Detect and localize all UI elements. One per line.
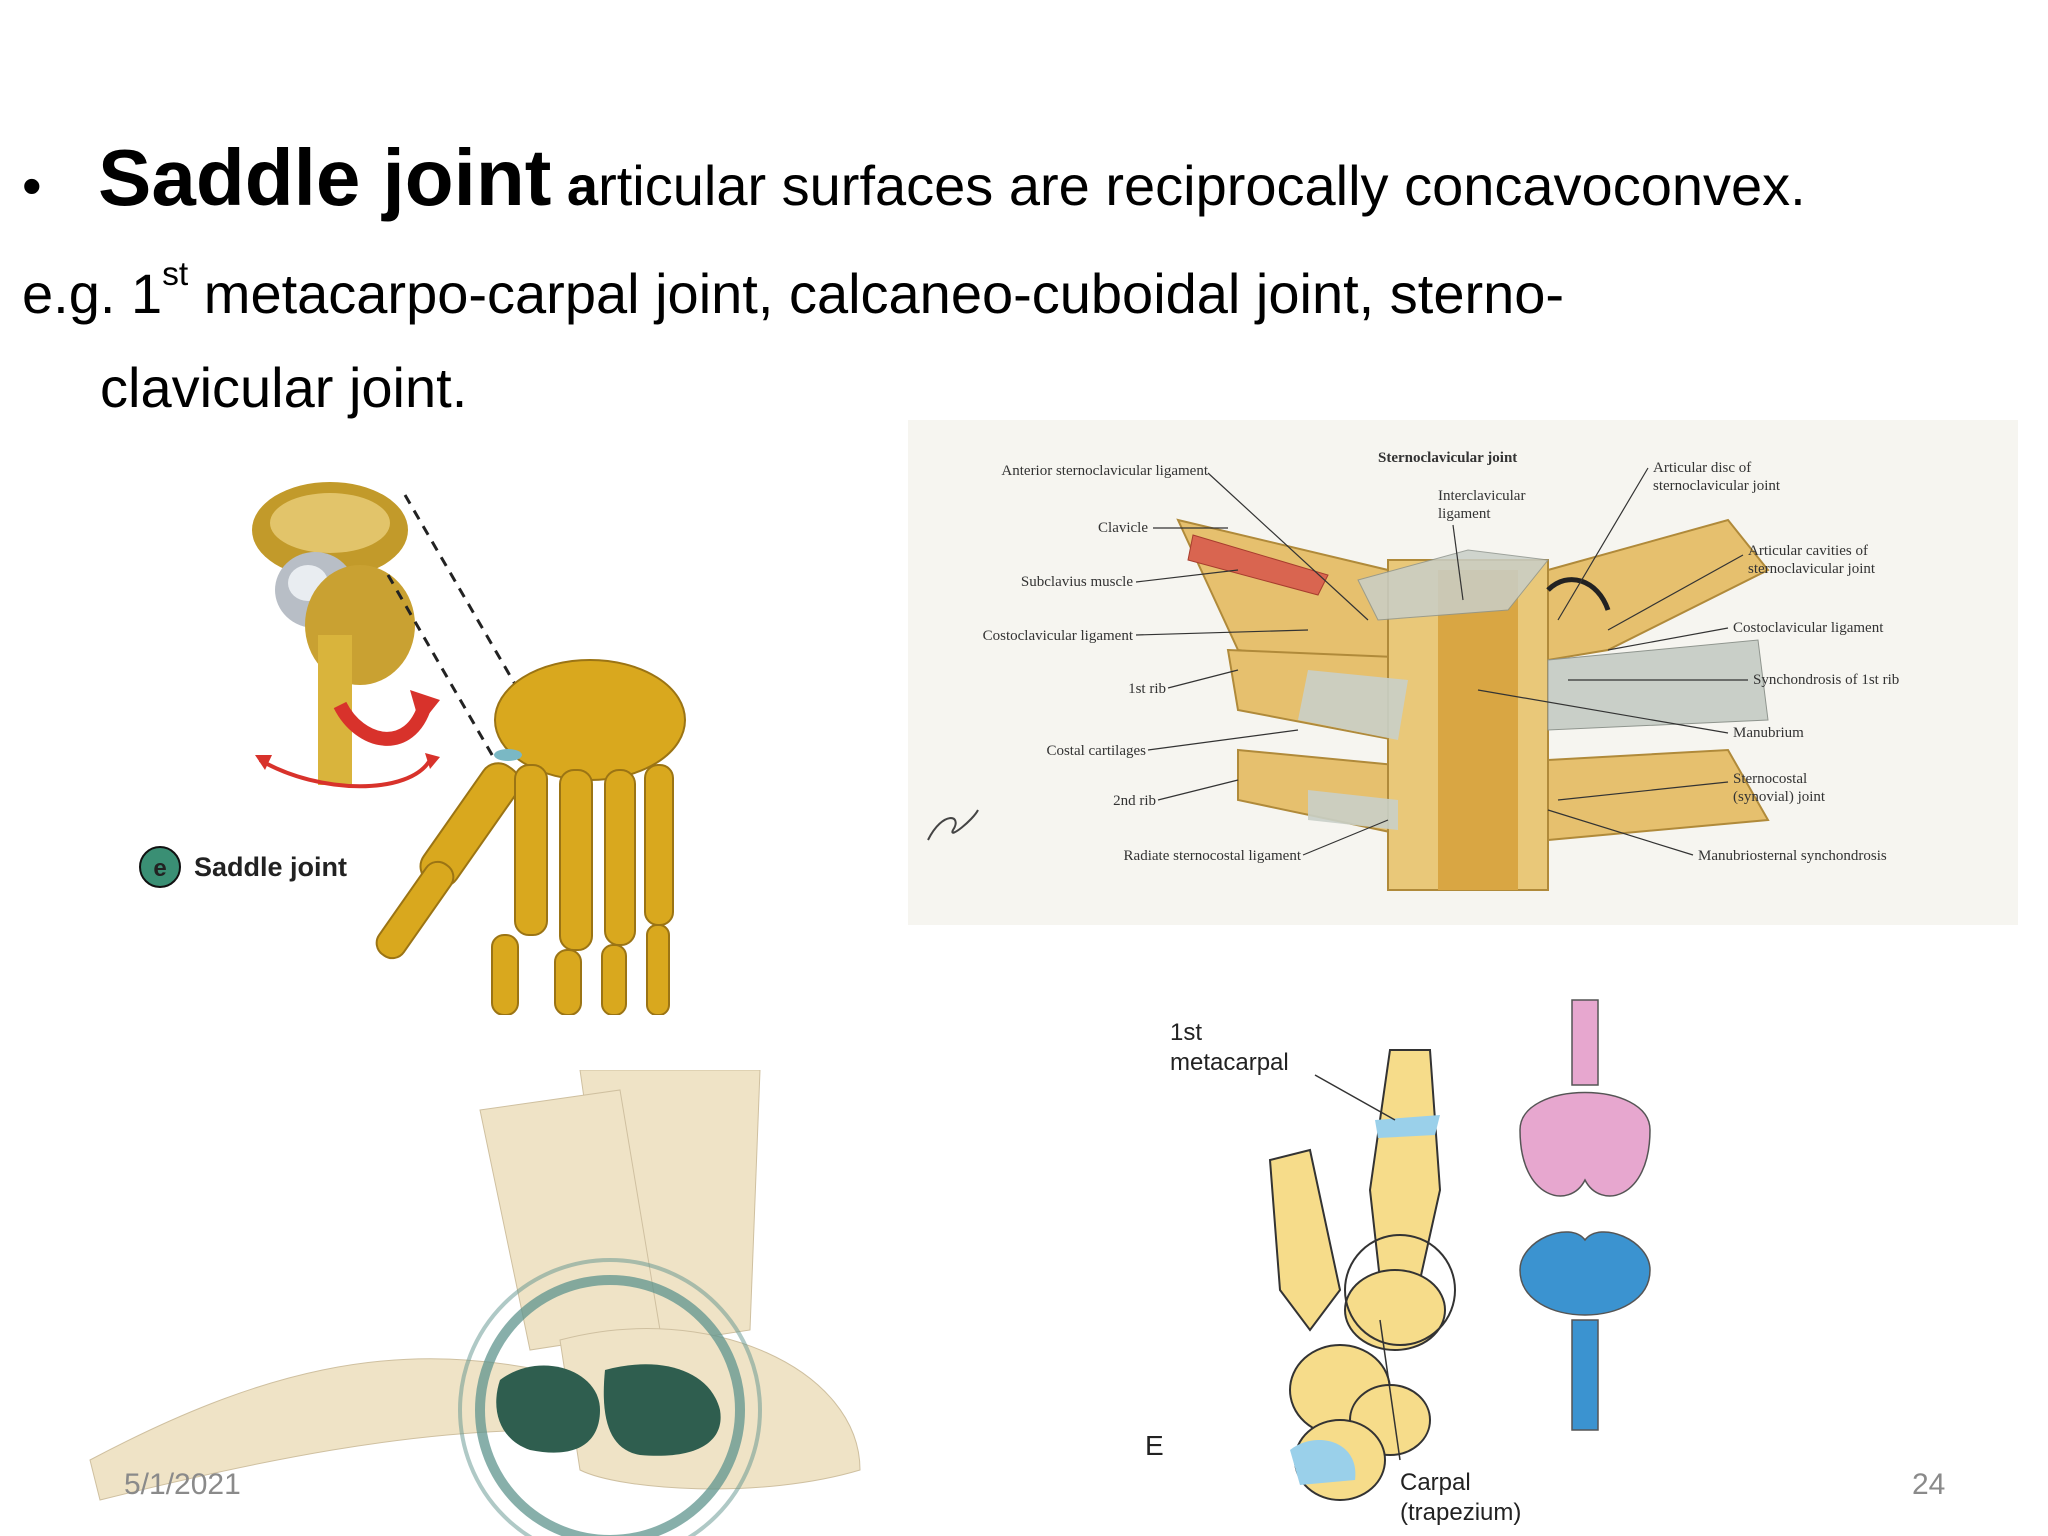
- carpal-cartilage: [1290, 1440, 1356, 1485]
- badge-letter: e: [153, 855, 166, 882]
- saddle-hand-figure: e Saddle joint: [120, 455, 770, 1015]
- hand-bones: [375, 659, 686, 1015]
- saddle-hand-illustration: e Saddle joint: [139, 482, 686, 1015]
- sternoclavicular-figure: Anterior sternoclavicular ligament Clavi…: [908, 420, 2018, 925]
- example-line-1: e.g. 1st metacarpo-carpal joint, calcane…: [22, 255, 1565, 331]
- label-subclavius-muscle: Subclavius muscle: [1021, 574, 1133, 590]
- term-saddle-joint: Saddle joint: [98, 133, 552, 222]
- label-articular-cavities-2: sternoclavicular joint: [1748, 561, 1876, 577]
- label-clavicle: Clavicle: [1098, 520, 1148, 536]
- label-first-rib: 1st rib: [1128, 681, 1166, 697]
- metacarpal-cartilage: [1375, 1115, 1440, 1138]
- slide-number: 24: [1912, 1468, 1946, 1501]
- label-first: 1st: [1170, 1019, 1202, 1046]
- calcaneus-highlight: [603, 1364, 721, 1456]
- definition-text: rticular surfaces are reciprocally conca…: [598, 154, 1806, 217]
- example-line-2: clavicular joint.: [100, 356, 468, 419]
- swing-arrow: [258, 758, 432, 789]
- label-manubrium: Manubrium: [1733, 725, 1804, 741]
- label-radiate-sternocostal-ligament: Radiate sternocostal ligament: [1124, 848, 1302, 864]
- example-line1-rest: metacarpo-carpal joint, calcaneo-cuboida…: [188, 262, 1565, 325]
- pink-rod: [1571, 999, 1599, 1086]
- label-anterior-sternoclavicular-ligament: Anterior sternoclavicular ligament: [1001, 463, 1208, 479]
- cuboid-highlight: [496, 1365, 600, 1453]
- label-articular-cavities-1: Articular cavities of: [1748, 543, 1868, 559]
- label-articular-disc-2: sternoclavicular joint: [1653, 478, 1781, 494]
- label-synchondrosis-first-rib: Synchondrosis of 1st rib: [1753, 672, 1899, 688]
- pink-saddle-model: [1519, 1091, 1651, 1197]
- leader-lines: [1135, 467, 1748, 856]
- badge-circle: [139, 846, 181, 888]
- label-sternocostal-1: Sternocostal: [1733, 771, 1807, 787]
- blue-saddle-model: [1519, 1231, 1651, 1316]
- label-metacarpal: metacarpal: [1170, 1049, 1289, 1076]
- label-sternocostal-2: (synovial) joint: [1733, 789, 1826, 805]
- bullet-symbol: •: [22, 154, 42, 217]
- bullet-line: • Saddle joint articular surfaces are rec…: [22, 128, 1806, 228]
- joint-circle: [1344, 1234, 1456, 1346]
- foot-figure: [60, 1070, 900, 1536]
- foot-illustration: [89, 1070, 861, 1536]
- label-trapezium: (trapezium): [1400, 1499, 1521, 1526]
- example-superscript: st: [162, 255, 189, 293]
- sternum-anatomy: [1176, 518, 1770, 891]
- joint-ring: [475, 1275, 745, 1536]
- label-carpal: Carpal: [1400, 1469, 1471, 1496]
- label-costoclavicular-ligament-right: Costoclavicular ligament: [1733, 620, 1884, 636]
- sternoclavicular-title: Sternoclavicular joint: [1378, 450, 1517, 466]
- definition-bold-letter: a: [566, 154, 599, 217]
- label-interclavicular-ligament: ligament: [1438, 506, 1491, 522]
- label-manubriosternal-synchondrosis: Manubriosternal synchondrosis: [1698, 848, 1887, 864]
- label-costal-cartilages: Costal cartilages: [1046, 743, 1146, 759]
- thumb-carpal-diagram: 1st metacarpal Carpal (trapezium) E: [1145, 999, 1651, 1526]
- thumb-carpal-figure: 1st metacarpal Carpal (trapezium) E: [1140, 990, 1740, 1530]
- artist-signature: [927, 809, 979, 841]
- label-second-rib: 2nd rib: [1113, 793, 1156, 809]
- footer-date: 5/1/2021: [124, 1468, 241, 1501]
- label-articular-disc-1: Articular disc of: [1653, 460, 1751, 476]
- panel-letter-e: E: [1145, 1430, 1164, 1461]
- label-costoclavicular-ligament-left: Costoclavicular ligament: [983, 628, 1134, 644]
- dashed-guide: [403, 494, 532, 711]
- saddle-joint-caption: Saddle joint: [194, 852, 347, 882]
- label-interclavicular: Interclavicular: [1438, 488, 1525, 504]
- example-prefix: e.g. 1: [22, 262, 163, 325]
- rotation-arrow: [333, 701, 432, 746]
- blue-rod: [1571, 1319, 1599, 1431]
- sternoclavicular-diagram: Anterior sternoclavicular ligament Clavi…: [927, 450, 1899, 891]
